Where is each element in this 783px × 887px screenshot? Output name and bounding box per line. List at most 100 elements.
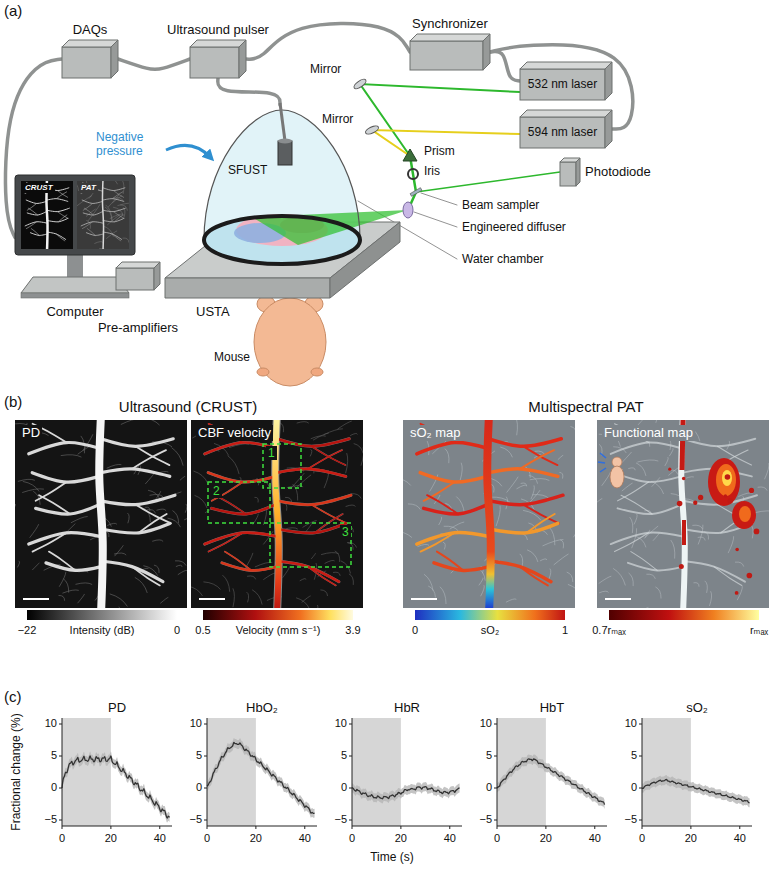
mean-trace [62,756,170,818]
texture [622,483,633,491]
tick-label: 0 [349,832,355,845]
colorbar [609,610,759,620]
colorbar-tick: 1 [562,624,568,637]
tick [494,756,497,757]
texture [549,569,551,580]
node-label: 594 nm laser [528,125,597,139]
stimulus-period [642,718,691,826]
tick [59,756,62,757]
texture [150,494,163,496]
vessel-twig [113,191,123,198]
tick [59,820,62,821]
texture [428,586,435,597]
texture [655,420,657,423]
box-top [62,40,118,47]
tick-label: 0 [631,781,637,794]
vessel-branch [489,561,551,582]
central-vessel [102,181,103,249]
texture [515,420,517,435]
tick [497,826,498,829]
vessel-branch [103,232,122,239]
texture [293,484,298,500]
texture [106,205,113,221]
panel-letter: (b) [4,393,22,411]
time-course-plot [59,718,172,829]
time-course-plot [204,718,317,829]
colorbar-tick: 0 [174,624,180,637]
node-label: Computer [46,304,103,320]
vessel-branch [101,561,163,582]
box-front [560,162,576,186]
vessel-twig [33,533,67,552]
activation [739,506,751,522]
box-side [576,158,580,186]
texture [32,563,39,570]
texture [554,554,569,565]
texture [108,195,119,207]
axis-title: Time (s) [370,850,414,864]
vessel-twig [84,208,93,215]
texture [305,523,312,532]
part-name: Beam sampler [462,198,539,212]
scale-bar [411,598,437,600]
vessel-branch [29,443,100,454]
tick-label: 40 [154,832,166,845]
vessel-twig [31,229,39,236]
mean-trace [352,787,460,799]
texture [629,573,634,586]
synchronizer-box: Synchronizer [410,34,490,70]
activation [722,470,732,486]
texture [403,531,412,538]
tick-label: 0 [204,832,210,845]
stimulus-period [62,718,111,826]
node-label: Ultrasound pulser [167,22,269,38]
tick [110,826,111,829]
texture [450,522,464,529]
texture [185,504,187,513]
vessel-twig [36,482,67,501]
texture [751,524,753,538]
box-side [605,110,612,148]
vessel-branch [277,469,346,477]
tick-label: 20 [105,832,117,845]
time-course-plot [349,718,462,829]
monitor-base [21,277,129,293]
error-band [352,782,460,803]
water-chamber [204,110,360,264]
x-axis [62,826,172,827]
texture [517,485,527,489]
texture [346,453,348,473]
region-box [263,444,301,488]
y-axis [642,718,643,826]
texture [632,528,637,548]
vessel-twig [83,203,92,210]
texture [558,455,563,459]
cable [246,23,410,59]
texture [646,574,655,579]
texture [247,576,256,579]
vessel-branch [103,199,124,202]
texture [443,542,445,549]
vessel-twig [87,229,95,236]
tick [204,724,207,725]
tick [449,826,450,829]
texture [184,514,187,520]
texture [735,562,744,566]
vessel-branch [101,439,173,447]
texture [567,572,573,582]
tick-label: −5 [189,813,202,826]
plot-title: sO₂ [686,700,708,716]
transducer [278,141,292,165]
vessel-twig [631,552,657,571]
tick-label: 0 [639,832,645,845]
activation [735,591,739,595]
texture [599,576,612,583]
activation [725,474,731,480]
colorbar-title: Intensity (dB) [70,624,135,637]
texture [17,561,19,567]
vessel-twig [308,567,336,586]
tick-label: 40 [734,832,746,845]
activation [708,458,740,506]
activation [682,520,686,545]
texture [439,517,442,525]
